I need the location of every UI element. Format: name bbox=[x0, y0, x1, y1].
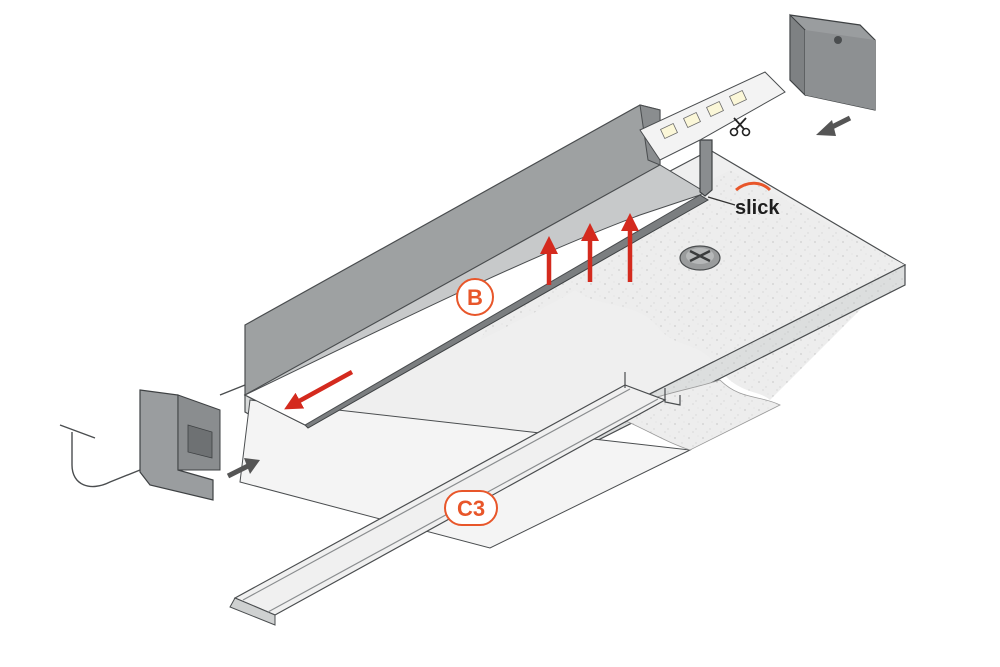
diffuser-label-badge: C3 bbox=[444, 490, 498, 526]
slick-leader-line bbox=[707, 196, 736, 206]
diffuser-ridge-1 bbox=[242, 388, 631, 601]
end-cap-left bbox=[139, 389, 221, 501]
led-strip bbox=[639, 71, 786, 161]
slick-brand-text: slick bbox=[735, 197, 780, 219]
arrows-led-insertion bbox=[540, 213, 639, 285]
slick-brand: slick bbox=[707, 181, 780, 219]
diffuser-front bbox=[229, 597, 276, 626]
arrow-endcap-left bbox=[226, 458, 260, 479]
power-cable bbox=[59, 384, 246, 488]
end-cap-right bbox=[789, 13, 876, 111]
profile-label-text: B bbox=[467, 285, 483, 310]
scissors-icon bbox=[729, 117, 751, 137]
board-concrete-texture bbox=[480, 170, 905, 400]
screw-icon bbox=[679, 245, 721, 271]
diffuser-label-text: C3 bbox=[457, 496, 485, 521]
diffuser-end bbox=[624, 372, 681, 406]
arrow-endcap-right bbox=[816, 115, 852, 136]
profile-label-badge: B bbox=[456, 278, 494, 316]
profile-end-section bbox=[699, 139, 713, 197]
slick-swoosh-icon bbox=[735, 181, 772, 192]
arrow-slide-left bbox=[284, 370, 354, 410]
led-chip-icon bbox=[660, 89, 747, 140]
